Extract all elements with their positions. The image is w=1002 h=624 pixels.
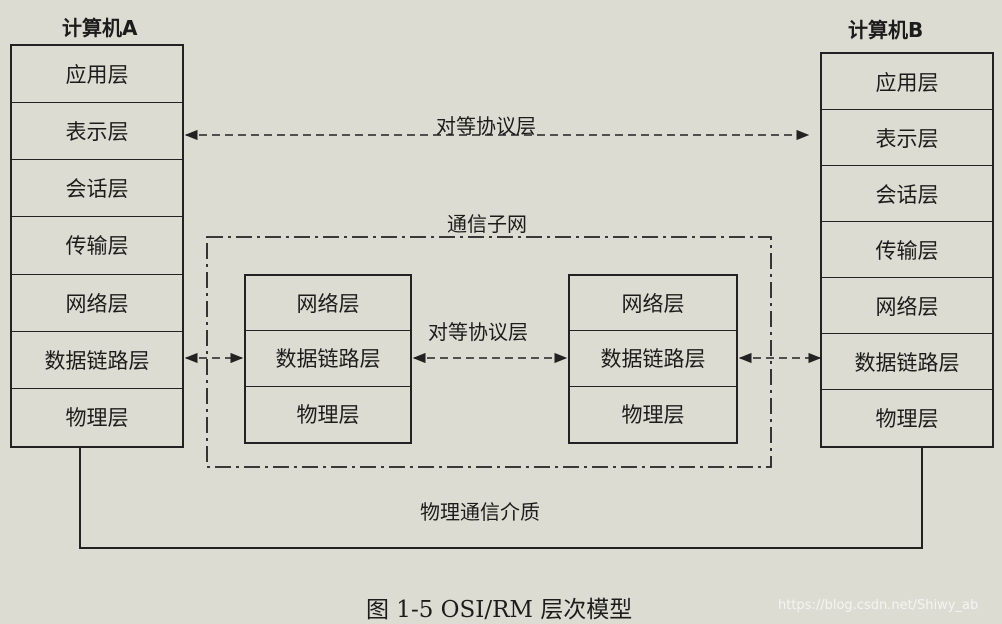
- layer-cell: 物理层: [65, 406, 129, 431]
- layer-cell: 数据链路层: [12, 332, 182, 389]
- layer-cell: 数据链路层: [246, 331, 410, 387]
- layer-cell: 表示层: [822, 110, 992, 166]
- layer-cell: 传输层: [12, 217, 182, 275]
- layer-cell: 物理层: [296, 403, 360, 428]
- layer-cell: 网络层: [246, 276, 410, 332]
- peer-protocol-middle-label: 对等协议层: [428, 320, 528, 344]
- subnet-frame: [206, 236, 772, 468]
- layer-cell: 物理层: [621, 403, 685, 428]
- watermark-text: https://blog.csdn.net/Shiwy_ab: [778, 598, 979, 613]
- computer-a-title: 计算机A: [62, 16, 138, 40]
- layer-cell: 传输层: [822, 222, 992, 278]
- layer-cell: 应用层: [822, 54, 992, 110]
- layer-cell: 数据链路层: [570, 331, 736, 387]
- layer-cell: 网络层: [822, 278, 992, 334]
- peer-protocol-top-label: 对等协议层: [436, 114, 536, 138]
- subnet-node-right: 网络层数据链路层物理层: [568, 274, 738, 444]
- physical-medium-label: 物理通信介质: [420, 500, 540, 524]
- layer-cell: 物理层: [875, 407, 939, 431]
- computer-a-stack: 应用层表示层会话层传输层网络层数据链路层物理层: [10, 44, 184, 448]
- layer-cell: 应用层: [12, 46, 182, 104]
- computer-b-title: 计算机B: [848, 18, 924, 42]
- subnet-title: 通信子网: [447, 212, 527, 236]
- layer-cell: 会话层: [822, 166, 992, 222]
- computer-b-stack: 应用层表示层会话层传输层网络层数据链路层物理层: [820, 52, 994, 448]
- layer-cell: 数据链路层: [822, 334, 992, 390]
- layer-cell: 会话层: [12, 160, 182, 218]
- layer-cell: 表示层: [12, 103, 182, 161]
- figure-caption: 图 1-5 OSI/RM 层次模型: [366, 597, 633, 623]
- physical-medium-line: [79, 448, 923, 549]
- layer-cell: 网络层: [12, 275, 182, 332]
- layer-cell: 网络层: [570, 276, 736, 332]
- subnet-node-left: 网络层数据链路层物理层: [244, 274, 412, 444]
